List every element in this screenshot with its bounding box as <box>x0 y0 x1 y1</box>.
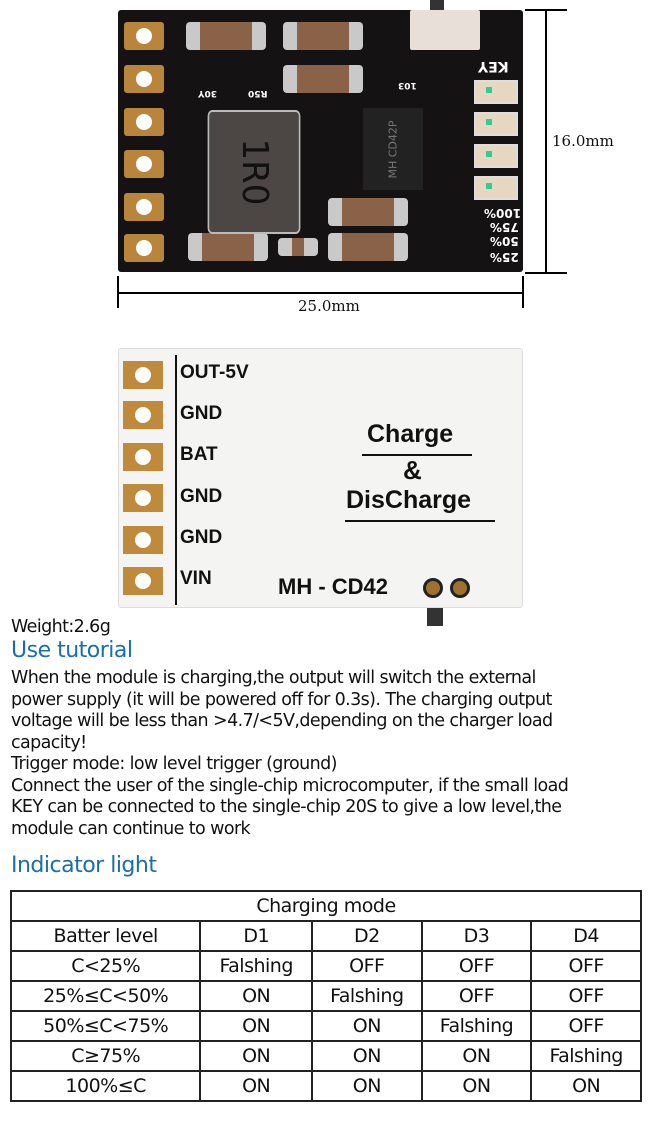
section-heading-indicator-light: Indicator light <box>11 853 157 878</box>
led-indicator <box>474 144 518 168</box>
column-header: D1 <box>199 920 313 952</box>
resistor-label: R50 <box>248 88 268 98</box>
led-indicator <box>474 176 518 200</box>
table-cell: ON <box>420 1040 533 1072</box>
chip: MH CD42P <box>363 108 423 190</box>
column-header: D4 <box>530 920 642 952</box>
inductor: 1R0 <box>207 110 301 234</box>
pin-label: OUT-5V <box>180 362 249 383</box>
inductor-label: 1R0 <box>233 138 275 206</box>
column-header: Batter level <box>9 920 202 952</box>
tutorial-line: module can continue to work <box>11 819 251 839</box>
width-dimension-line <box>118 292 523 294</box>
model-label: MH - CD42 <box>278 574 389 599</box>
tutorial-line: Connect the user of the single-chip micr… <box>11 776 569 796</box>
board-title-amp: & <box>403 455 422 485</box>
pad <box>124 193 164 221</box>
led-indicator <box>474 112 518 136</box>
table-cell: ON <box>199 1040 313 1072</box>
tutorial-line: power supply (it will be powered off for… <box>11 690 552 710</box>
table-cell: OFF <box>530 950 642 982</box>
led-indicator <box>474 80 518 104</box>
pin-label: GND <box>180 486 223 507</box>
pin-label: BAT <box>180 444 218 465</box>
table-cell: OFF <box>311 950 423 982</box>
table-cell: ON <box>199 1070 313 1102</box>
width-dimension: 25.0mm <box>298 297 360 315</box>
level-label: 25% <box>490 250 519 264</box>
resistor-label: 103 <box>398 80 417 90</box>
level-label: 100% <box>484 206 522 220</box>
resistor-label: 30Y <box>198 88 218 98</box>
table-cell: OFF <box>420 980 533 1012</box>
board-title: DisCharge <box>346 486 472 514</box>
pad <box>124 108 164 136</box>
pad <box>124 150 164 178</box>
pad <box>124 65 164 93</box>
tutorial-line: capacity! <box>11 733 87 753</box>
table-cell: ON <box>311 1040 423 1072</box>
table-cell: 25%≤C<50% <box>9 980 202 1012</box>
board-title: Charge <box>367 420 454 448</box>
table-cell: Falshing <box>420 1010 533 1042</box>
switch[interactable] <box>427 608 443 626</box>
table-cell: C≥75% <box>9 1040 202 1072</box>
level-label: 75% <box>490 220 519 234</box>
table-cell: 100%≤C <box>9 1070 202 1102</box>
table-cell: ON <box>311 1010 423 1042</box>
table-cell: 50%≤C<75% <box>9 1010 202 1042</box>
pin-label: GND <box>180 527 223 548</box>
height-dimension: 16.0mm <box>552 132 614 150</box>
pin-label: GND <box>180 403 223 424</box>
tutorial-line: voltage will be less than >4.7/<5V,depen… <box>11 711 553 731</box>
section-heading-use-tutorial: Use tutorial <box>11 638 133 663</box>
pcb-top-view: 30Y R50 103 1R0 MH CD42P KEY 100% 75% 50… <box>118 10 523 272</box>
table-cell: ON <box>530 1070 642 1102</box>
table-cell: OFF <box>530 980 642 1012</box>
pad <box>124 22 164 50</box>
weight-text: Weight:2.6g <box>11 617 111 637</box>
level-label: 50% <box>490 234 519 248</box>
table-cell: Falshing <box>199 950 313 982</box>
table-cell: OFF <box>530 1010 642 1042</box>
tutorial-line: Trigger mode: low level trigger (ground) <box>11 754 337 774</box>
height-dimension-line <box>545 10 547 272</box>
pcb-bottom-view <box>118 348 523 608</box>
usb-cable <box>430 0 444 10</box>
table-cell: Falshing <box>530 1040 642 1072</box>
table-cell: ON <box>199 1010 313 1042</box>
switch[interactable] <box>410 10 480 50</box>
table-cell: OFF <box>420 950 533 982</box>
table-cell: ON <box>420 1070 533 1102</box>
key-label: KEY <box>478 58 509 74</box>
table-cell: Falshing <box>311 980 423 1012</box>
pad <box>124 234 164 262</box>
table-cell: ON <box>311 1070 423 1102</box>
table-cell: C<25% <box>9 950 202 982</box>
chip-label: MH CD42P <box>386 119 400 179</box>
pin-label: VIN <box>180 568 212 589</box>
tutorial-line: When the module is charging,the output w… <box>11 668 536 688</box>
table-cell: ON <box>199 980 313 1012</box>
column-header: D3 <box>420 920 533 952</box>
column-header: D2 <box>311 920 423 952</box>
table-title: Charging mode <box>10 890 642 922</box>
tutorial-line: KEY can be connected to the single-chip … <box>11 797 562 817</box>
